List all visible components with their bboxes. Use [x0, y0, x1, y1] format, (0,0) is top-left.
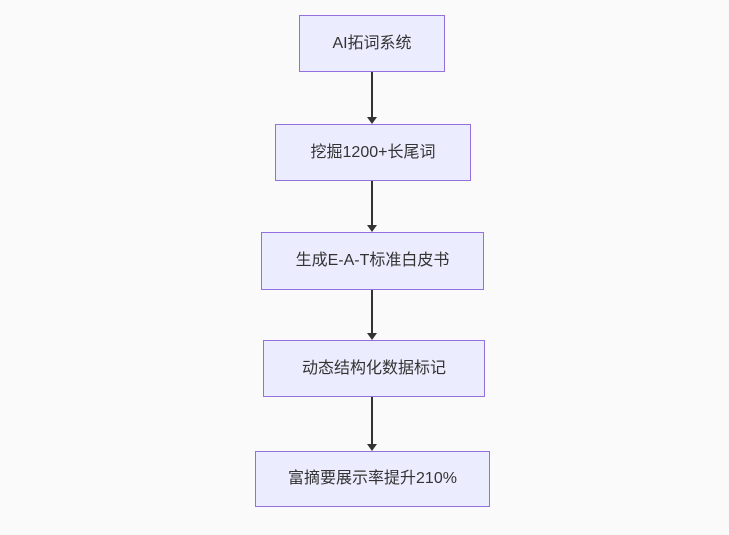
- flow-node-label: 生成E-A-T标准白皮书: [295, 252, 450, 269]
- flow-arrow-down-1: [367, 72, 377, 124]
- flow-arrow-down-4: [367, 397, 377, 451]
- flow-node-label: 富摘要展示率提升210%: [288, 470, 457, 487]
- flow-node-label: 挖掘1200+长尾词: [310, 143, 436, 161]
- flow-node-rich-snippet-result: 富摘要展示率提升210%: [255, 451, 490, 507]
- flow-node-ai-word-expansion: AI拓词系统: [299, 15, 445, 72]
- flow-node-label: 动态结构化数据标记: [301, 359, 446, 377]
- flow-node-structured-data-markup: 动态结构化数据标记: [263, 340, 485, 397]
- flow-node-eat-whitepaper: 生成E-A-T标准白皮书: [261, 232, 484, 290]
- flow-arrow-down-2: [367, 181, 377, 232]
- flow-node-label: AI拓词系统: [332, 34, 412, 52]
- flow-arrow-down-3: [367, 290, 377, 340]
- flow-node-longtail-mining: 挖掘1200+长尾词: [275, 124, 471, 181]
